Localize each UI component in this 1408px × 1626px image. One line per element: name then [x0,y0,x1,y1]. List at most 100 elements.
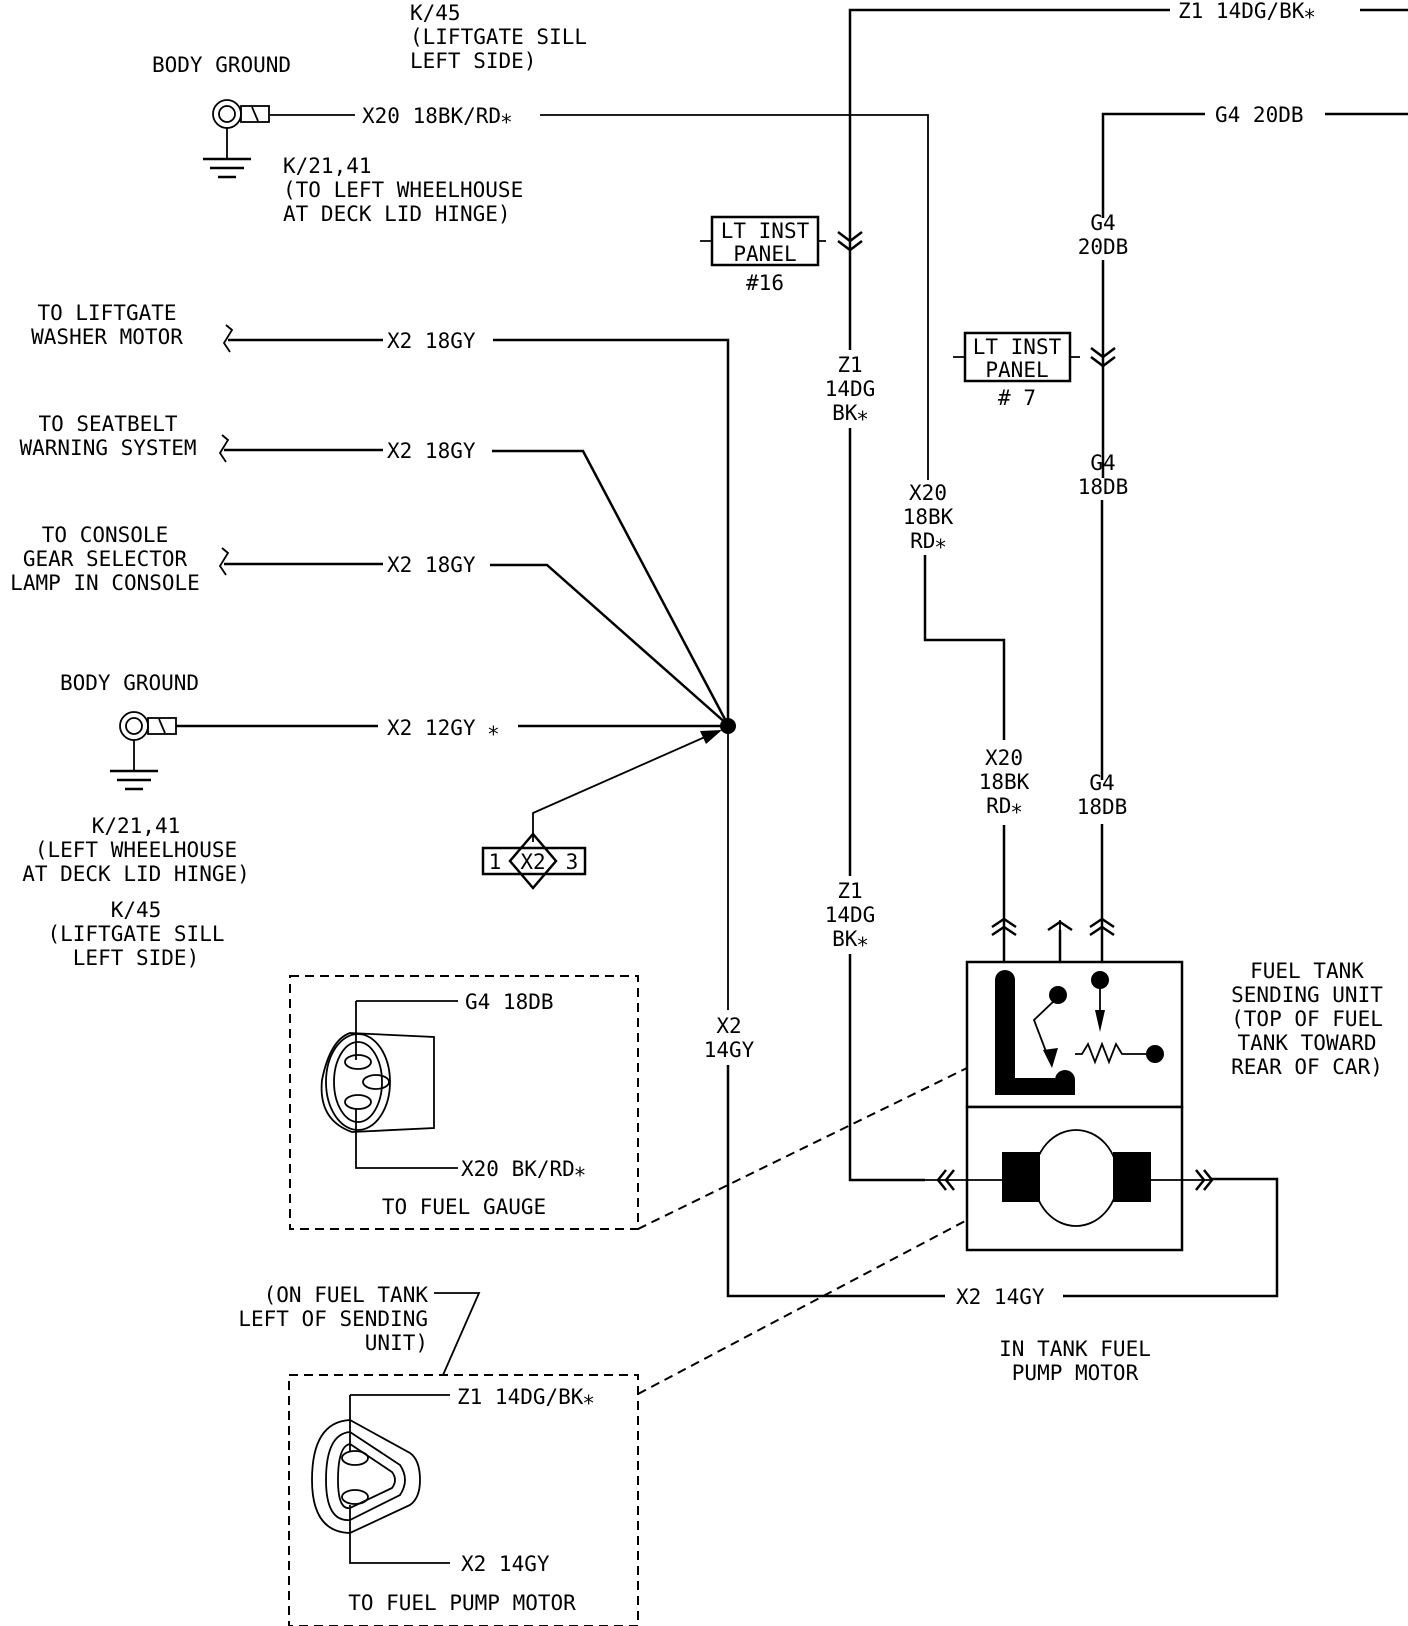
fuel-pump-pin-bottom: X2 14GY [461,1552,550,1576]
connector-7-line1: LT INST [973,335,1062,359]
splice-pin-left: 1 [489,850,502,874]
wire-label-z1-v2-line2: 14DG [825,903,876,927]
wire-label-x2-console: X2 18GY [387,553,476,577]
body-ground-top: BODY GROUND K/45 (LIFTGATE SILL LEFT SID… [152,1,587,226]
in-tank-fuel-pump-motor: IN TANK FUEL PUMP MOTOR [925,1105,1214,1385]
terminal-double-arrow-icon [1089,917,1115,937]
connector-chevron-icon [1090,347,1116,368]
inset-fuel-pump-connector: (ON FUEL TANK LEFT OF SENDING UNIT) Z1 1… [238,1283,639,1626]
wire-label-g4-v1-line1: G4 [1090,211,1115,235]
sending-unit-label-line3: (TOP OF FUEL [1231,1007,1383,1031]
dest-console-line1: TO CONSOLE [42,523,168,547]
wire-label-x20-v1-line2: 18BK [903,505,954,529]
wire-label-x20-v2-line1: X20 [985,746,1023,770]
sending-unit-label-line5: REAR OF CAR) [1231,1055,1383,1079]
ground-top-ref2-line1: K/21,41 [283,154,372,178]
wire-label-g4-v1-line2: 20DB [1078,235,1129,259]
wire-label-x2-liftgate: X2 18GY [387,329,476,353]
wire-label-x20-top: X20 18BK/RD⁎ [362,104,512,128]
wire-label-x2-seatbelt: X2 18GY [387,439,476,463]
wire-label-x20-v2-line3: RD⁎ [986,794,1022,818]
ground-top-ref2-line3: AT DECK LID HINGE) [283,202,511,226]
wire-label-z1-v1-line1: Z1 [837,353,862,377]
wire-label-z1-top: Z1 14DG/BK⁎ [1178,0,1315,23]
wire-label-z1-v2-line1: Z1 [837,879,862,903]
ground-bottom-ref-line5: (LIFTGATE SILL [47,922,224,946]
ground-symbol-icon [110,740,158,791]
terminal-arrow-icon [1047,920,1073,932]
ground-top-title: BODY GROUND [152,53,291,77]
fuel-pump-location-line1: (ON FUEL TANK [264,1283,429,1307]
wire-label-g4-top: G4 20DB [1215,103,1304,127]
fuel-gauge-pin-bottom: X20 BK/RD⁎ [461,1157,585,1181]
fuel-gauge-caption: TO FUEL GAUGE [382,1195,546,1219]
connector-chevron-icon [837,231,863,252]
connector-16-line1: LT INST [721,219,810,243]
ground-bottom-title: BODY GROUND [60,671,199,695]
ground-bottom-ref-line4: K/45 [111,898,162,922]
wire-label-g4-v3-line1: G4 [1089,771,1114,795]
ground-top-ref-line3: LEFT SIDE) [410,49,536,73]
dest-liftgate-line1: TO LIFTGATE [37,301,176,325]
wire-label-x2-ground: X2 12GY ⁎ [387,716,499,740]
wire-g4: G4 20DB G4 20DB G4 18DB G4 18DB [1077,103,1408,962]
wire-label-z1-v2-line3: BK⁎ [832,927,868,951]
ground-top-ref-line1: K/45 [410,1,461,25]
wire-z1: Z1 14DG/BK⁎ [848,0,1408,1182]
fuel-pump-location-line3: UNIT) [365,1331,428,1355]
wire-x20: X20 18BK/RD⁎ X20 18BK RD⁎ X20 18BK RD⁎ [270,104,1030,962]
resistor-icon [1075,1041,1128,1065]
motor-icon [1033,1129,1119,1227]
wire-label-g4-v2-line1: G4 [1090,451,1115,475]
wire-label-x20-v1-line1: X20 [909,481,947,505]
sending-unit-label-line4: TANK TOWARD [1237,1031,1376,1055]
wire-x2-14gy: X2 14GY X2 14GY [704,730,1279,1309]
ring-terminal-icon [119,711,177,741]
fuel-pump-connector-icon [311,1419,421,1534]
ground-top-ref2-line2: (TO LEFT WHEELHOUSE [283,178,523,202]
body-ground-bottom: BODY GROUND X2 12GY ⁎ K/21,41 (LEFT WHEE… [22,671,728,970]
connector-lt-inst-panel-16: LT INST PANEL #16 [700,215,863,295]
splice-center-label: X2 [520,850,545,874]
dest-seatbelt-line1: TO SEATBELT [38,412,177,436]
wire-label-z1-v1-line3: BK⁎ [832,401,868,425]
dest-console-line2: GEAR SELECTOR [23,547,188,571]
fuel-pump-pin-top: Z1 14DG/BK⁎ [457,1385,594,1409]
ground-bottom-ref-line1: K/21,41 [92,814,181,838]
x2-destinations: TO LIFTGATE WASHER MOTOR X2 18GY TO SEAT… [10,301,730,726]
connector-7-pin: # 7 [998,386,1036,410]
dest-liftgate-line2: WASHER MOTOR [31,325,183,349]
dest-seatbelt-line2: WARNING SYSTEM [19,436,196,460]
ground-top-ref-line2: (LIFTGATE SILL [410,25,587,49]
dest-console-line3: LAMP IN CONSOLE [10,571,200,595]
connector-7-line2: PANEL [985,358,1048,382]
connector-lt-inst-panel-7: LT INST PANEL # 7 [953,331,1116,410]
wire-label-x2-bottom: X2 14GY [956,1285,1045,1309]
wire-label-x2-v-line1: X2 [716,1014,741,1038]
pump-motor-label-line2: PUMP MOTOR [1012,1361,1139,1385]
wire-label-x20-v2-line2: 18BK [979,770,1030,794]
inset-fuel-gauge-connector: G4 18DB X20 BK/RD⁎ TO FUEL GAUGE [289,975,639,1230]
splice-junction-dot [720,718,736,734]
fuel-pump-location-line2: LEFT OF SENDING [238,1307,428,1331]
wire-label-g4-v3-line2: 18DB [1077,795,1128,819]
terminal-chevron-icon [1195,1169,1214,1191]
fuel-pump-caption: TO FUEL PUMP MOTOR [348,1591,576,1615]
ground-bottom-ref-line2: (LEFT WHEELHOUSE [35,838,237,862]
ground-bottom-ref-line3: AT DECK LID HINGE) [22,862,250,886]
ground-bottom-ref-line6: LEFT SIDE) [73,946,199,970]
fuel-tank-sending-unit: FUEL TANK SENDING UNIT (TOP OF FUEL TANK… [965,917,1383,1109]
terminal-chevron-icon [936,1169,955,1191]
wire-label-z1-v1-line2: 14DG [825,377,876,401]
pump-motor-label-line1: IN TANK FUEL [999,1337,1151,1361]
sending-unit-label-line2: SENDING UNIT [1231,983,1383,1007]
ground-symbol-icon [203,128,251,179]
connector-16-pin: #16 [746,271,784,295]
sending-unit-label-line1: FUEL TANK [1250,959,1364,983]
terminal-double-arrow-icon [991,917,1017,937]
wire-label-x20-v1-line3: RD⁎ [910,529,946,553]
wire-label-x2-v-line2: 14GY [704,1038,755,1062]
fuel-gauge-connector-icon [320,1032,435,1133]
wire-label-g4-v2-line2: 18DB [1078,475,1129,499]
